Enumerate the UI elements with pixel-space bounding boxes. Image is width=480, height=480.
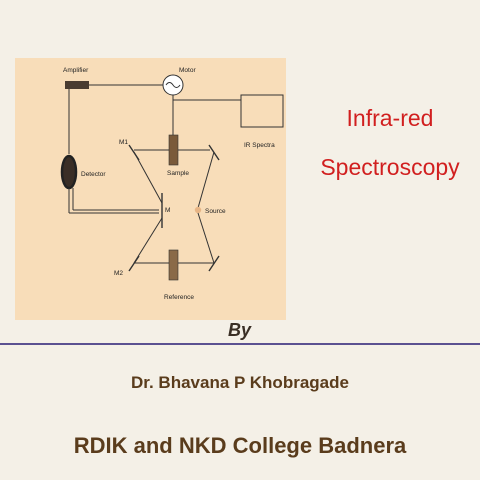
motor-wave bbox=[165, 82, 181, 88]
ir-spectra-label: IR Spectra bbox=[244, 142, 275, 149]
author-name: Dr. Bhavana P Khobragade bbox=[131, 373, 349, 392]
amplifier-block bbox=[65, 81, 89, 89]
ir-spectra-box bbox=[240, 94, 284, 128]
m-label: M bbox=[165, 207, 170, 214]
ir-spectrometer-diagram: Amplifier Motor IR Spectra M1 Detector S… bbox=[15, 58, 286, 320]
by-label: By bbox=[228, 320, 252, 340]
sample-label: Sample bbox=[167, 170, 189, 177]
title-line-1: Infra-red bbox=[346, 105, 434, 131]
divider-line bbox=[0, 343, 480, 345]
title-line-2: Spectroscopy bbox=[320, 154, 460, 180]
institution-name: RDIK and NKD College Badnera bbox=[73, 433, 407, 458]
sample-cell bbox=[168, 134, 179, 166]
beam-source-to-bottom-right bbox=[197, 212, 215, 264]
beam-m-to-m2 bbox=[133, 217, 163, 264]
beam-topright-to-source bbox=[197, 151, 215, 209]
detector-symbol bbox=[60, 154, 78, 190]
reference-label: Reference bbox=[164, 294, 194, 301]
motor-label: Motor bbox=[179, 67, 196, 74]
m1-label: M1 bbox=[119, 139, 128, 146]
amplifier-label: Amplifier bbox=[63, 67, 89, 74]
reference-cell bbox=[168, 249, 179, 281]
source-symbol bbox=[194, 206, 202, 214]
beam-m1-to-m bbox=[133, 151, 163, 204]
detector-label: Detector bbox=[81, 171, 106, 178]
m2-label: M2 bbox=[114, 270, 123, 277]
source-label: Source bbox=[205, 208, 226, 215]
mirror-bottom-right bbox=[208, 255, 220, 272]
